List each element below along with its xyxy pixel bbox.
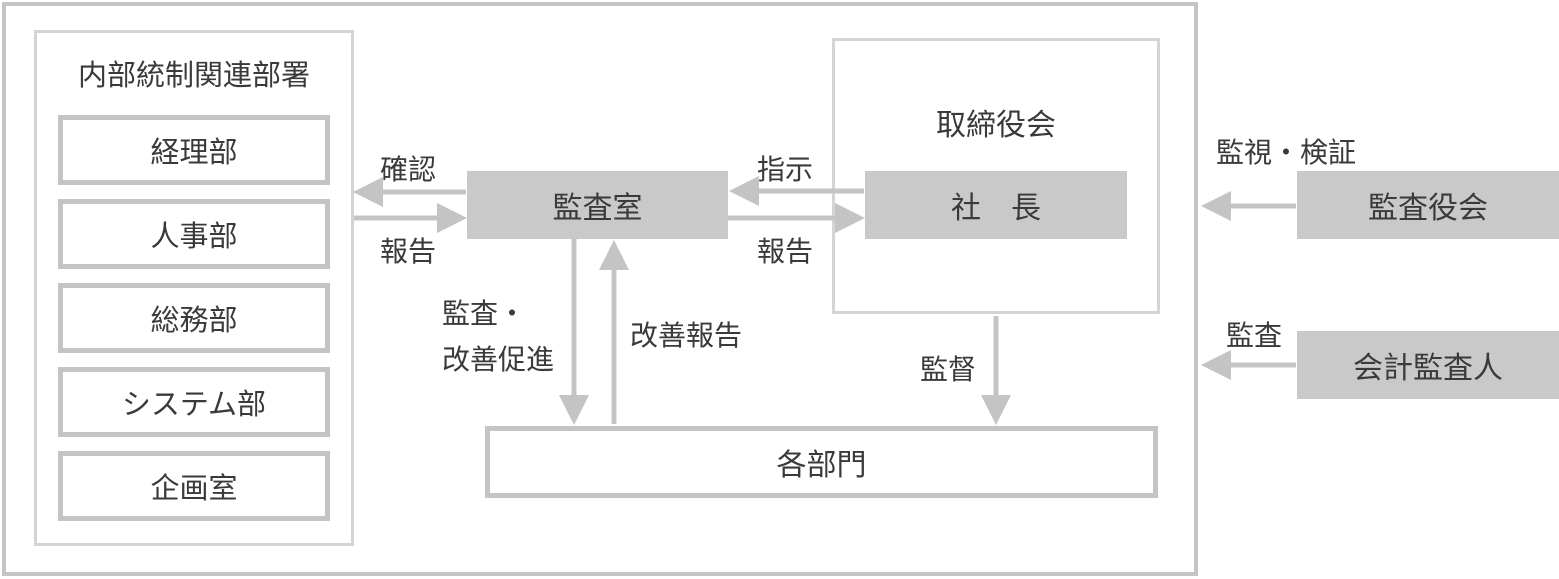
dept-accounting: 経理部 (58, 115, 330, 185)
board-of-directors (832, 38, 1160, 314)
label-monitor-verify: 監視・検証 (1216, 136, 1357, 169)
label-confirm: 確認 (380, 153, 437, 186)
accounting-auditor-box: 会計監査人 (1297, 331, 1559, 399)
board-title: 取締役会 (936, 108, 1056, 143)
label-improvement-report: 改善報告 (630, 319, 743, 352)
auditors-board-box: 監査役会 (1297, 171, 1559, 239)
president-box: 社 長 (865, 171, 1127, 239)
audit-office-box: 監査室 (467, 171, 728, 239)
dept-hr: 人事部 (58, 199, 330, 269)
label-report-to-audit: 報告 (380, 235, 437, 268)
all-departments-box: 各部門 (485, 426, 1158, 498)
label-audit: 監査 (1226, 319, 1283, 352)
label-audit-promote-1: 監査・ (442, 297, 527, 330)
label-supervision: 監督 (920, 353, 977, 386)
internal-control-group-title: 内部統制関連部署 (77, 58, 310, 92)
label-instruction: 指示 (757, 153, 814, 186)
dept-planning: 企画室 (58, 451, 330, 521)
dept-general-affairs: 総務部 (58, 283, 330, 353)
dept-systems: システム部 (58, 367, 330, 437)
organization-frame (2, 2, 1198, 576)
label-report-to-president: 報告 (757, 235, 814, 268)
label-audit-promote-2: 改善促進 (442, 343, 555, 376)
internal-control-group (34, 30, 354, 546)
